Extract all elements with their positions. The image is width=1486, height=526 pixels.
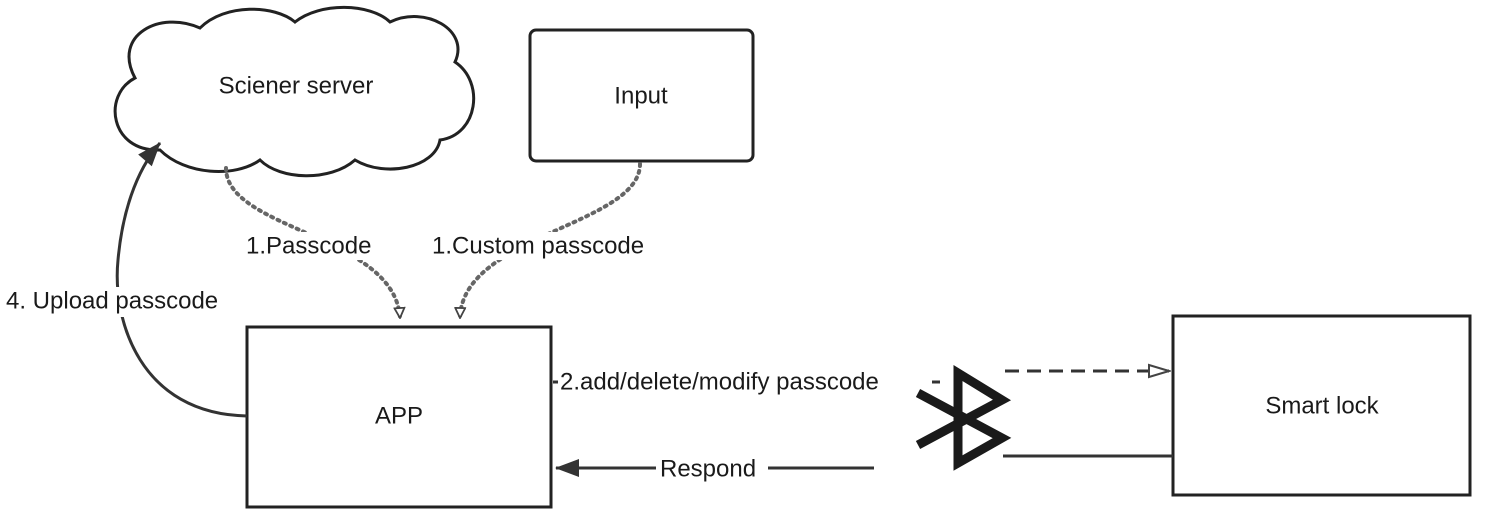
cloud-shape: [113, 5, 476, 178]
lock-label: Smart lock: [1265, 392, 1379, 419]
input-label: Input: [614, 82, 668, 109]
app-label: APP: [375, 402, 423, 429]
modify-edge-label: 2.add/delete/modify passcode: [560, 368, 879, 395]
upload-connector: [115, 142, 248, 418]
server-node: Sciener server: [113, 5, 476, 178]
app-node: APP: [245, 325, 553, 509]
upload-edge-label: 4. Upload passcode: [6, 287, 218, 314]
respond-edge-label: Respond: [660, 455, 756, 482]
custom-passcode-edge-label: 1.Custom passcode: [432, 232, 644, 259]
lock-box: [1171, 314, 1472, 497]
server-label: Sciener server: [219, 72, 374, 99]
app-box: [245, 325, 553, 509]
passcode-edge-label: 1.Passcode: [246, 232, 371, 259]
lock-node: Smart lock: [1171, 314, 1472, 497]
input-node: Input: [528, 28, 755, 163]
input-box: [528, 28, 755, 163]
bluetooth-icon: [915, 364, 1012, 471]
